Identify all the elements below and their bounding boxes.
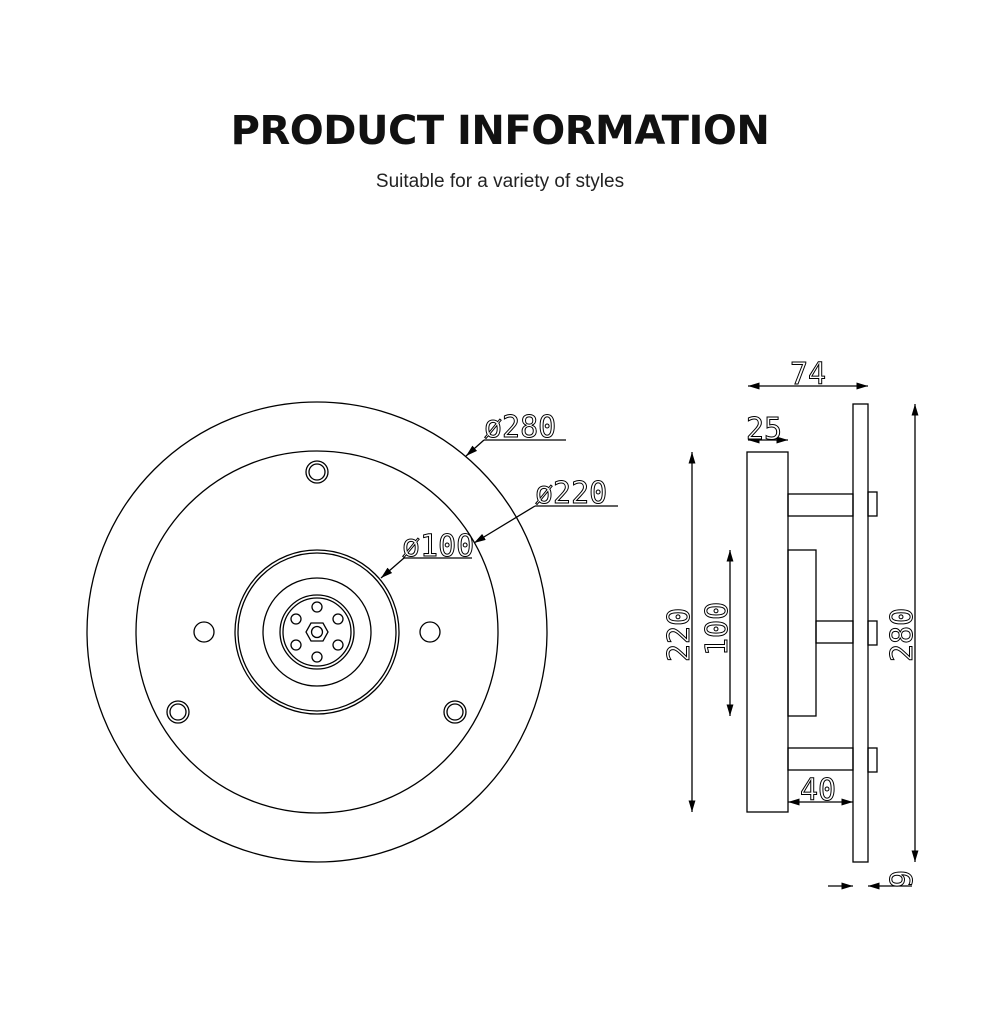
mount-hole-top [305,460,329,484]
dim-outer-diameter: ø280 [484,410,556,445]
mount-hole-lower-right [443,700,467,724]
wall-plate [852,403,869,863]
dim-inner-diameter: ø100 [402,529,474,564]
front-view [86,401,618,863]
mount-hole-right [419,621,441,643]
mount-hole-top-inner [308,463,326,481]
center-bolt [310,625,324,639]
center-block [787,549,817,717]
mount-hole-lower-left-inner [169,703,187,721]
dim-middle-diameter: ø220 [535,476,607,511]
bolt-head-top [867,491,878,517]
hub-hole [311,601,323,613]
page-subtitle: Suitable for a variety of styles [375,171,625,192]
middle-disc [135,450,499,814]
dim-canopy-height: 220 [662,608,697,662]
dim-plate-height: 280 [885,608,920,662]
hub-hole [290,613,302,625]
leader-middle-arrow [473,505,536,544]
hub-ring-inner [279,594,355,670]
spacer-middle [815,620,854,644]
outer-disc [86,401,548,863]
hub-hole [332,613,344,625]
center-cap-inner [237,552,397,712]
spacer-top [787,493,854,517]
dim-plate-thickness: 9 [885,870,920,888]
hub-ring-core [282,597,352,667]
canopy [746,451,789,813]
dim-canopy-depth: 25 [746,412,782,447]
center-cap-outer [234,549,400,715]
mount-hole-lower-left [166,700,190,724]
dim-total-depth: 74 [790,357,826,392]
spacer-bottom [787,747,854,771]
mount-hole-lower-right-inner [446,703,464,721]
hub-hole [332,639,344,651]
dim-center-height: 100 [700,602,735,656]
center-nut [305,622,329,642]
page-title: PRODUCT INFORMATION [230,108,770,154]
bolt-head-bottom [867,747,878,773]
leader-outer-arrow [465,439,485,457]
hub-ring [262,577,372,687]
hub-hole [311,651,323,663]
leader-inner-arrow [380,557,405,579]
bolt-head-middle [867,620,878,646]
dim-spacer-length: 40 [800,773,836,808]
mount-hole-left [193,621,215,643]
hub-hole [290,639,302,651]
side-view [688,382,919,890]
